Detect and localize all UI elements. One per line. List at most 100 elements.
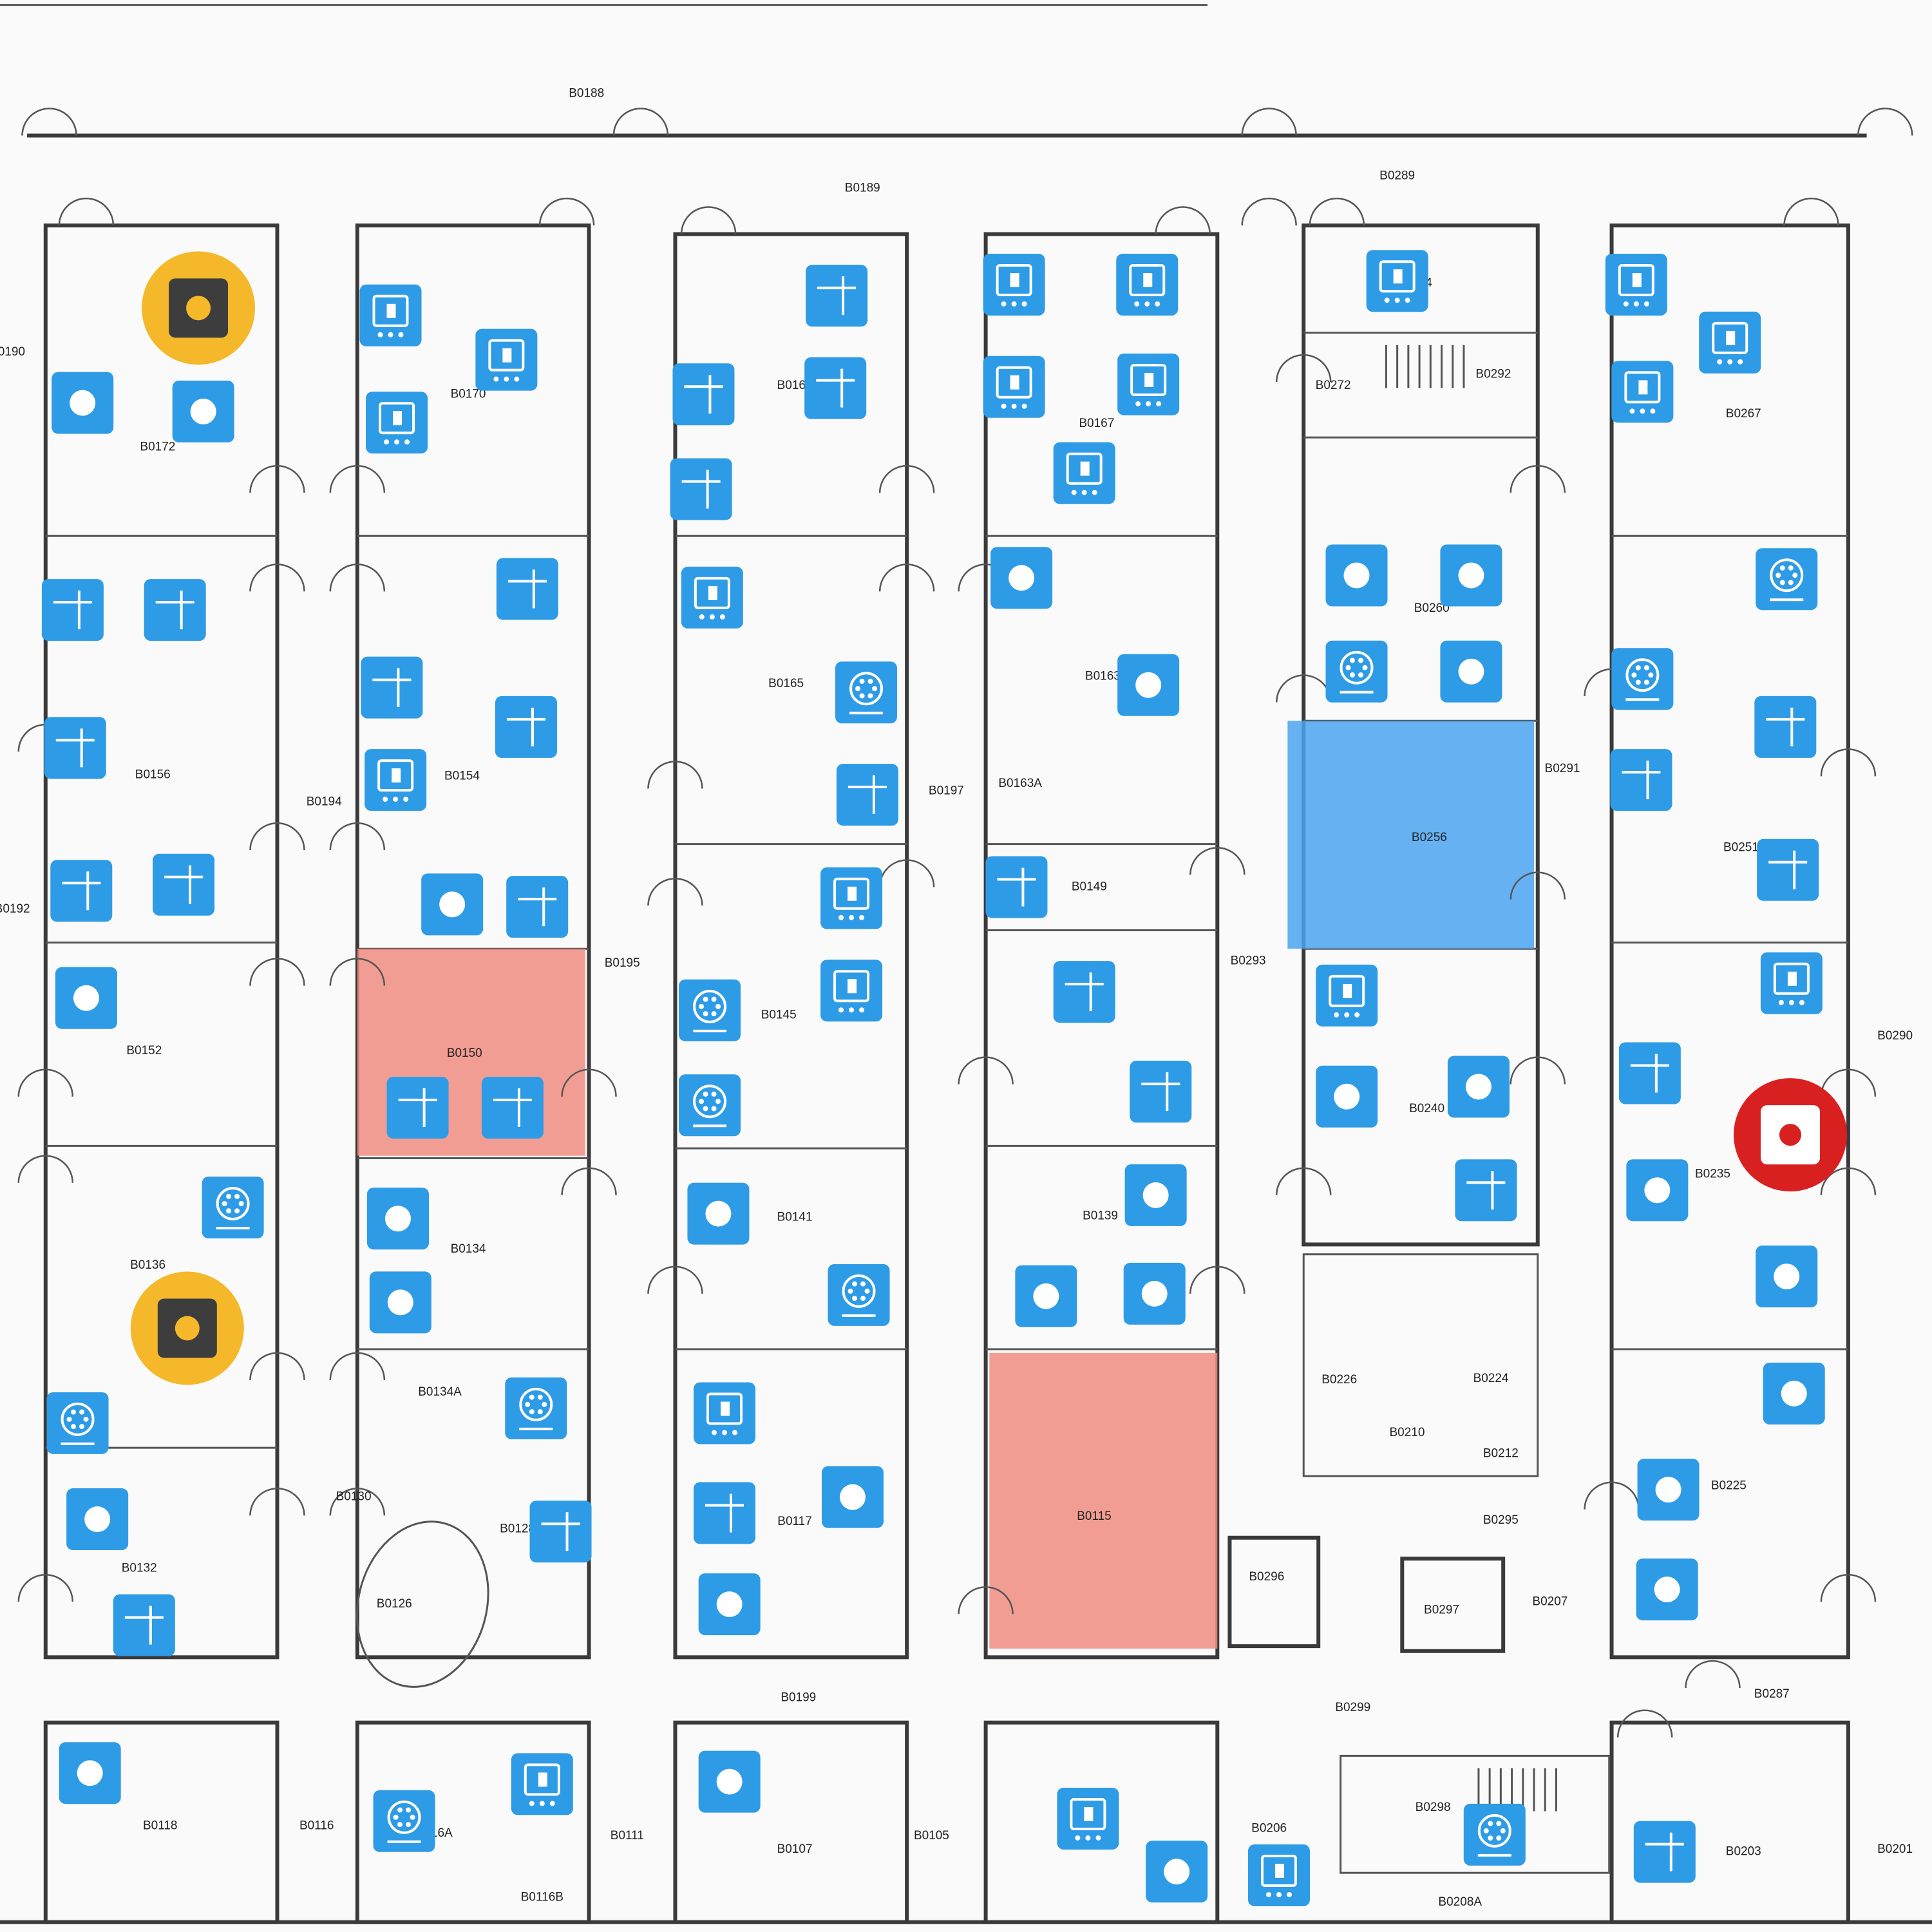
speaker-icon[interactable] bbox=[1124, 1164, 1187, 1226]
cabinet-icon[interactable] bbox=[1633, 1821, 1696, 1883]
room-label-b0134[interactable]: B0134 bbox=[451, 1242, 486, 1256]
room-label-b0290[interactable]: B0290 bbox=[1877, 1029, 1913, 1043]
cabinet-icon[interactable] bbox=[361, 656, 423, 719]
cabinet-icon[interactable] bbox=[694, 1482, 755, 1544]
room-label-b0117[interactable]: B0117 bbox=[777, 1515, 812, 1528]
cabinet-icon[interactable] bbox=[496, 558, 558, 620]
cabinet-icon[interactable] bbox=[144, 579, 206, 641]
cabinet-icon[interactable] bbox=[1053, 961, 1115, 1023]
room-label-b0195[interactable]: B0195 bbox=[605, 956, 640, 970]
speaker-icon[interactable] bbox=[1146, 1841, 1208, 1903]
room-label-b0199[interactable]: B0199 bbox=[781, 1690, 816, 1704]
room-label-b0105[interactable]: B0105 bbox=[914, 1829, 949, 1842]
location-marker[interactable] bbox=[142, 251, 256, 365]
thermostat-icon[interactable] bbox=[365, 749, 427, 811]
room-label-b0295[interactable]: B0295 bbox=[1483, 1513, 1519, 1527]
thermostat-icon[interactable] bbox=[1605, 253, 1667, 316]
room-label-b0111[interactable]: B0111 bbox=[611, 1829, 644, 1842]
speaker-icon[interactable] bbox=[421, 873, 484, 936]
cabinet-icon[interactable] bbox=[1610, 749, 1672, 811]
room-label-b0192[interactable]: B0192 bbox=[0, 902, 30, 916]
cabinet-icon[interactable] bbox=[836, 764, 898, 826]
speaker-icon[interactable] bbox=[1316, 1065, 1378, 1128]
room-label-b0235[interactable]: B0235 bbox=[1695, 1167, 1730, 1180]
thermostat-icon[interactable] bbox=[359, 284, 422, 346]
room-label-b0107[interactable]: B0107 bbox=[777, 1842, 813, 1856]
room-label-b0169[interactable]: B0169 bbox=[777, 379, 813, 392]
room-label-b0297[interactable]: B0297 bbox=[1424, 1604, 1459, 1617]
room-label-b0132[interactable]: B0132 bbox=[122, 1562, 157, 1575]
location-marker[interactable] bbox=[130, 1271, 244, 1385]
cabinet-icon[interactable] bbox=[44, 717, 106, 779]
room-label-b0210[interactable]: B0210 bbox=[1389, 1426, 1425, 1439]
speaker-icon[interactable] bbox=[1637, 1459, 1700, 1521]
sensor-hub-icon[interactable] bbox=[679, 1074, 741, 1137]
room-label-b0130[interactable]: B0130 bbox=[336, 1490, 372, 1504]
cabinet-icon[interactable] bbox=[386, 1077, 449, 1139]
room-label-b0293[interactable]: B0293 bbox=[1231, 954, 1266, 967]
room-label-b0165[interactable]: B0165 bbox=[768, 677, 804, 690]
room-label-b0118[interactable]: B0118 bbox=[143, 1819, 178, 1832]
cabinet-icon[interactable] bbox=[1618, 1042, 1681, 1104]
speaker-icon[interactable] bbox=[366, 1188, 429, 1250]
room-label-b0292[interactable]: B0292 bbox=[1475, 368, 1511, 381]
room-label-b0116[interactable]: B0116 bbox=[299, 1819, 334, 1832]
cabinet-icon[interactable] bbox=[670, 458, 732, 520]
thermostat-icon[interactable] bbox=[1316, 964, 1378, 1027]
speaker-icon[interactable] bbox=[1440, 544, 1502, 607]
room-label-b0188[interactable]: B0188 bbox=[569, 86, 604, 100]
cabinet-icon[interactable] bbox=[113, 1594, 175, 1656]
thermostat-icon[interactable] bbox=[681, 566, 743, 629]
room-label-b0194[interactable]: B0194 bbox=[307, 795, 342, 809]
speaker-icon[interactable] bbox=[55, 967, 117, 1029]
thermostat-icon[interactable] bbox=[1611, 361, 1674, 423]
room-label-b0145[interactable]: B0145 bbox=[761, 1009, 797, 1022]
room-label-b0152[interactable]: B0152 bbox=[126, 1044, 162, 1057]
cabinet-icon[interactable] bbox=[1757, 838, 1819, 901]
room-label-b0299[interactable]: B0299 bbox=[1335, 1701, 1370, 1714]
room-label-b0201[interactable]: B0201 bbox=[1877, 1842, 1913, 1856]
room-label-b0298[interactable]: B0298 bbox=[1416, 1801, 1451, 1814]
cabinet-icon[interactable] bbox=[1130, 1061, 1192, 1123]
room-label-b0126[interactable]: B0126 bbox=[377, 1597, 412, 1611]
room-label-b0189[interactable]: B0189 bbox=[845, 182, 880, 195]
thermostat-icon[interactable] bbox=[1760, 952, 1823, 1014]
thermostat-icon[interactable] bbox=[1247, 1844, 1310, 1906]
cabinet-icon[interactable] bbox=[41, 579, 104, 641]
speaker-icon[interactable] bbox=[59, 1742, 121, 1804]
room-label-b0136[interactable]: B0136 bbox=[130, 1258, 166, 1272]
cabinet-icon[interactable] bbox=[529, 1501, 592, 1563]
sensor-hub-icon[interactable] bbox=[835, 661, 898, 724]
sensor-hub-icon[interactable] bbox=[1463, 1803, 1526, 1866]
room-label-b0167[interactable]: B0167 bbox=[1079, 417, 1114, 430]
room-label-b0154[interactable]: B0154 bbox=[444, 769, 480, 782]
room-label-b0172[interactable]: B0172 bbox=[140, 440, 175, 454]
highlighted-room-b0256[interactable] bbox=[1287, 721, 1535, 949]
room-label-b0287[interactable]: B0287 bbox=[1754, 1687, 1790, 1701]
room-label-b0116b[interactable]: B0116B bbox=[521, 1890, 564, 1904]
speaker-icon[interactable] bbox=[369, 1271, 431, 1334]
cabinet-icon[interactable] bbox=[1754, 696, 1817, 758]
speaker-icon[interactable] bbox=[66, 1488, 129, 1551]
speaker-icon[interactable] bbox=[990, 547, 1053, 609]
sensor-hub-icon[interactable] bbox=[1756, 548, 1818, 611]
speaker-icon[interactable] bbox=[52, 372, 114, 434]
thermostat-icon[interactable] bbox=[820, 867, 883, 929]
thermostat-icon[interactable] bbox=[1053, 442, 1115, 504]
speaker-icon[interactable] bbox=[1447, 1056, 1510, 1118]
thermostat-icon[interactable] bbox=[1116, 253, 1179, 316]
thermostat-icon[interactable] bbox=[475, 328, 538, 391]
selected-location-marker[interactable] bbox=[1733, 1078, 1847, 1192]
speaker-icon[interactable] bbox=[1636, 1558, 1698, 1621]
cabinet-icon[interactable] bbox=[1455, 1159, 1517, 1222]
sensor-hub-icon[interactable] bbox=[202, 1177, 264, 1238]
speaker-icon[interactable] bbox=[698, 1573, 761, 1636]
cabinet-icon[interactable] bbox=[506, 876, 569, 938]
room-label-b0226[interactable]: B0226 bbox=[1321, 1373, 1357, 1387]
sensor-hub-icon[interactable] bbox=[373, 1790, 435, 1852]
room-label-b0128[interactable]: B0128 bbox=[500, 1522, 535, 1535]
thermostat-icon[interactable] bbox=[1117, 353, 1180, 415]
speaker-icon[interactable] bbox=[1440, 640, 1502, 703]
room-label-b0208a[interactable]: B0208A bbox=[1438, 1895, 1482, 1909]
room-label-b0197[interactable]: B0197 bbox=[929, 784, 964, 797]
